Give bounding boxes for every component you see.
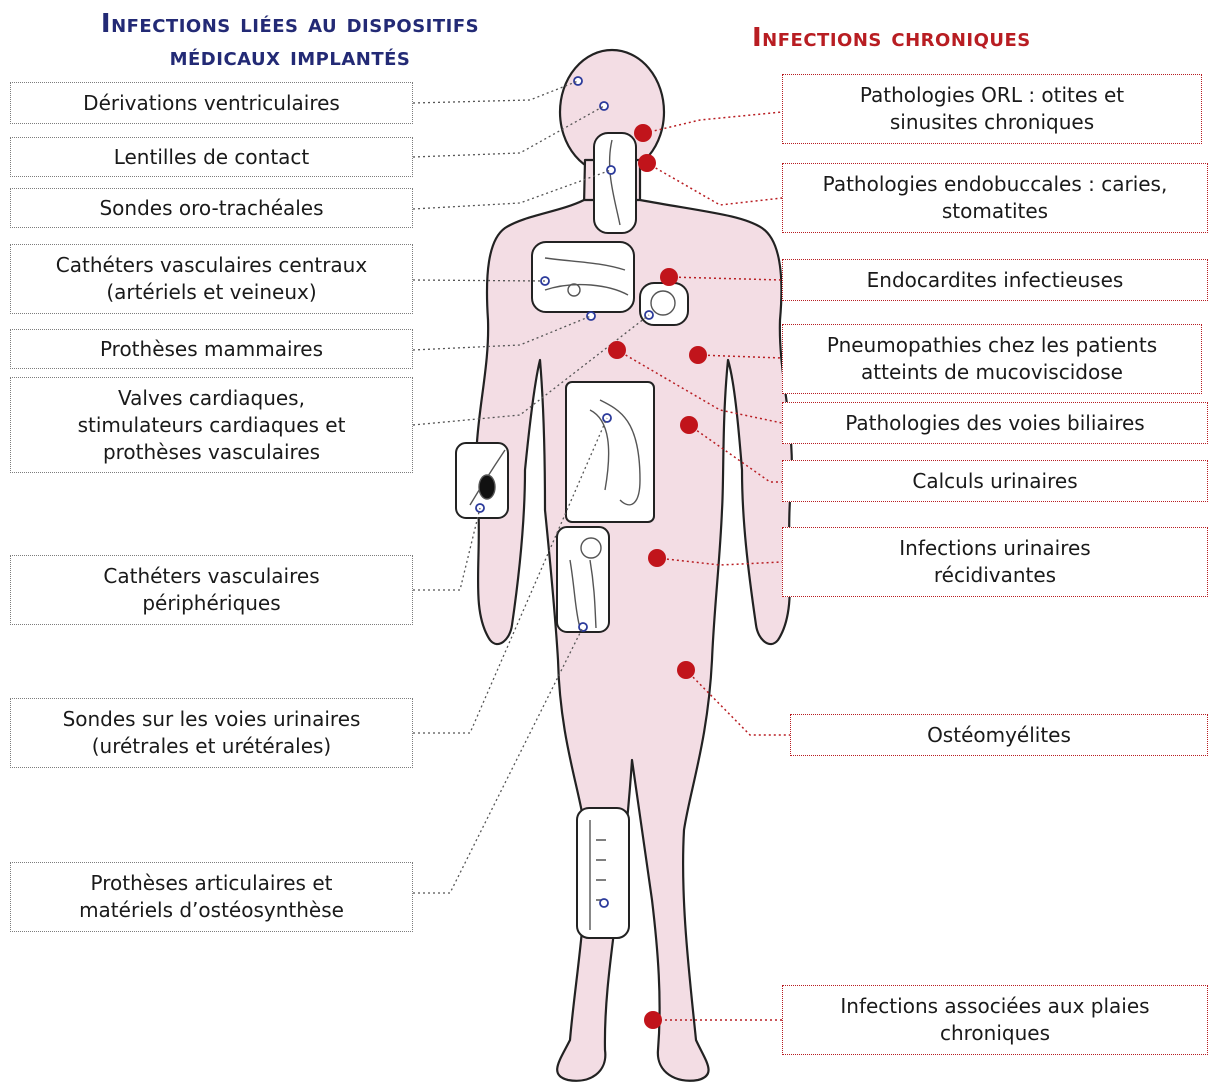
- trachea-tube-inset: [594, 133, 636, 233]
- dot-wound: [644, 1011, 662, 1029]
- label-orotracheal-tubes: Sondes oro-trachéales: [10, 188, 413, 228]
- label-kidney-stones: Calculs urinaires: [782, 460, 1208, 502]
- dot-endocarditis: [660, 268, 678, 286]
- label-heart-valves: Valves cardiaques, stimulateurs cardiaqu…: [10, 377, 413, 473]
- dot-biliary: [608, 341, 626, 359]
- label-contact-lenses: Lentilles de contact: [10, 137, 413, 177]
- label-central-catheters: Cathéters vasculaires centraux (artériel…: [10, 244, 413, 314]
- label-joint-prostheses: Prothèses articulaires et matériels d’os…: [10, 862, 413, 932]
- urinary-catheter-inset: [566, 382, 654, 522]
- marker-central-catheter: [541, 277, 549, 285]
- label-osteomyelitis: Ostéomyélites: [790, 714, 1208, 756]
- dot-urinary: [648, 549, 666, 567]
- dot-osteomyelitis: [677, 661, 695, 679]
- label-ventricular-shunts: Dérivations ventriculaires: [10, 82, 413, 124]
- marker-knee: [600, 899, 608, 907]
- marker-breast: [587, 312, 595, 320]
- dot-lung: [689, 346, 707, 364]
- marker-trachea: [607, 166, 615, 174]
- label-oral-pathologies: Pathologies endobuccales : caries, stoma…: [782, 163, 1208, 233]
- label-peripheral-catheters: Cathéters vasculaires périphériques: [10, 555, 413, 625]
- dot-mouth: [638, 154, 656, 172]
- knee-prosthesis-inset: [577, 808, 629, 938]
- label-recurrent-uti: Infections urinaires récidivantes: [782, 527, 1208, 597]
- label-cystic-fibrosis: Pneumopathies chez les patients atteints…: [782, 324, 1202, 394]
- dot-orl: [634, 124, 652, 142]
- marker-ventricular: [574, 77, 582, 85]
- dot-kidney-stone: [680, 416, 698, 434]
- label-urinary-catheters: Sondes sur les voies urinaires (urétrale…: [10, 698, 413, 768]
- label-chronic-wounds: Infections associées aux plaies chroniqu…: [782, 985, 1208, 1055]
- label-biliary: Pathologies des voies biliaires: [782, 402, 1208, 444]
- marker-hip: [579, 623, 587, 631]
- label-orl-pathologies: Pathologies ORL : otites et sinusites ch…: [782, 74, 1202, 144]
- marker-contact-lens: [600, 102, 608, 110]
- label-breast-prostheses: Prothèses mammaires: [10, 329, 413, 369]
- label-endocarditis: Endocardites infectieuses: [782, 259, 1208, 301]
